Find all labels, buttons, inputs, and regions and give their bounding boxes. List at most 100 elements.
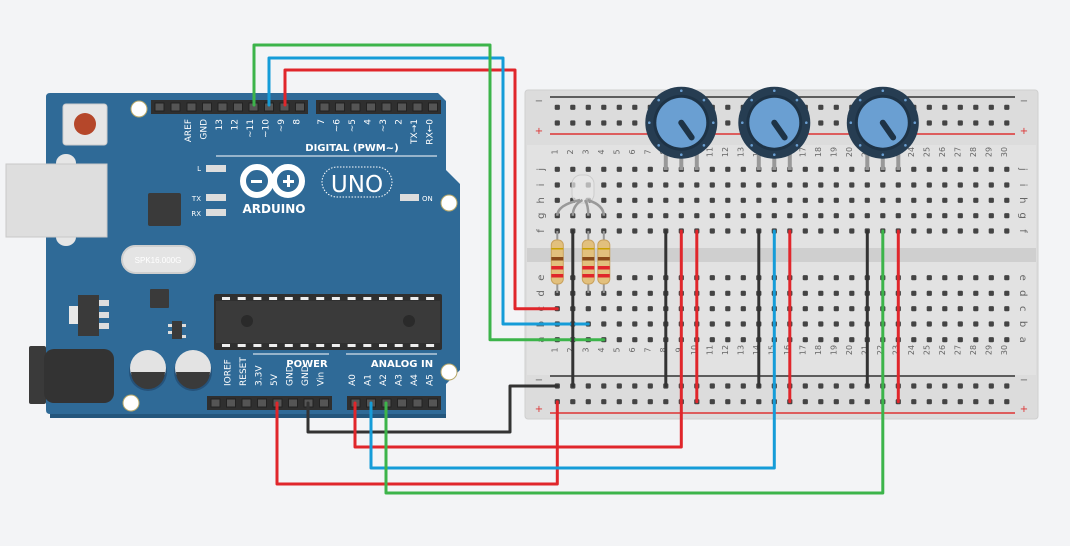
breadboard-hole[interactable] [973, 213, 979, 219]
breadboard-hole[interactable] [849, 228, 855, 234]
breadboard-hole[interactable] [740, 275, 746, 281]
header-pin[interactable] [428, 398, 438, 408]
breadboard-hole[interactable] [585, 120, 591, 126]
wire-pin11-to-a4[interactable] [252, 43, 606, 342]
breadboard-hole[interactable] [787, 182, 793, 188]
breadboard-hole[interactable] [647, 399, 653, 405]
breadboard-hole[interactable] [663, 213, 669, 219]
breadboard-hole[interactable] [756, 197, 762, 203]
breadboard-hole[interactable] [818, 213, 824, 219]
breadboard-hole[interactable] [554, 120, 560, 126]
breadboard-hole[interactable] [616, 337, 622, 343]
breadboard-hole[interactable] [849, 337, 855, 343]
breadboard-hole[interactable] [694, 182, 700, 188]
breadboard-hole[interactable] [1004, 197, 1010, 203]
wire-pot1-wiper-a0[interactable] [353, 229, 683, 449]
breadboard-hole[interactable] [942, 120, 948, 126]
breadboard-hole[interactable] [926, 104, 932, 110]
header-pin[interactable] [397, 398, 407, 408]
breadboard-hole[interactable] [601, 182, 607, 188]
breadboard-hole[interactable] [570, 213, 576, 219]
breadboard-hole[interactable] [957, 306, 963, 312]
breadboard-hole[interactable] [740, 228, 746, 234]
breadboard-hole[interactable] [988, 166, 994, 172]
breadboard-hole[interactable] [709, 321, 715, 327]
breadboard-hole[interactable] [926, 337, 932, 343]
breadboard-hole[interactable] [942, 306, 948, 312]
breadboard-hole[interactable] [942, 182, 948, 188]
breadboard-hole[interactable] [802, 383, 808, 389]
breadboard-hole[interactable] [880, 197, 886, 203]
breadboard-hole[interactable] [973, 182, 979, 188]
breadboard-hole[interactable] [833, 213, 839, 219]
breadboard-hole[interactable] [802, 213, 808, 219]
breadboard-hole[interactable] [864, 213, 870, 219]
breadboard-hole[interactable] [616, 104, 622, 110]
breadboard-hole[interactable] [740, 337, 746, 343]
breadboard-hole[interactable] [1004, 275, 1010, 281]
breadboard-hole[interactable] [709, 290, 715, 296]
breadboard-hole[interactable] [802, 306, 808, 312]
breadboard-hole[interactable] [926, 321, 932, 327]
breadboard-hole[interactable] [647, 321, 653, 327]
header-pin[interactable] [412, 102, 423, 112]
resistor[interactable] [597, 231, 611, 293]
breadboard-hole[interactable] [647, 275, 653, 281]
breadboard-hole[interactable] [647, 228, 653, 234]
header-pin[interactable] [381, 102, 392, 112]
breadboard-hole[interactable] [926, 290, 932, 296]
breadboard-hole[interactable] [771, 213, 777, 219]
breadboard-hole[interactable] [864, 197, 870, 203]
breadboard-hole[interactable] [833, 383, 839, 389]
breadboard-hole[interactable] [973, 104, 979, 110]
breadboard-hole[interactable] [957, 383, 963, 389]
breadboard-hole[interactable] [1004, 399, 1010, 405]
breadboard-hole[interactable] [601, 120, 607, 126]
header-pin[interactable] [226, 398, 236, 408]
breadboard-hole[interactable] [818, 306, 824, 312]
breadboard-hole[interactable] [942, 383, 948, 389]
breadboard-hole[interactable] [988, 228, 994, 234]
breadboard-hole[interactable] [632, 182, 638, 188]
breadboard-hole[interactable] [647, 182, 653, 188]
breadboard-hole[interactable] [957, 166, 963, 172]
breadboard-hole[interactable] [818, 197, 824, 203]
breadboard-hole[interactable] [957, 197, 963, 203]
breadboard-hole[interactable] [911, 399, 917, 405]
breadboard-hole[interactable] [849, 275, 855, 281]
breadboard-hole[interactable] [926, 306, 932, 312]
breadboard-hole[interactable] [601, 290, 607, 296]
breadboard-hole[interactable] [678, 213, 684, 219]
header-pin[interactable] [170, 102, 181, 112]
reset-button[interactable] [62, 103, 108, 146]
rgb-led[interactable] [556, 174, 606, 216]
breadboard-hole[interactable] [585, 166, 591, 172]
breadboard-hole[interactable] [957, 228, 963, 234]
breadboard-hole[interactable] [957, 337, 963, 343]
breadboard-hole[interactable] [818, 290, 824, 296]
potentiometer-2[interactable] [738, 86, 811, 170]
breadboard-hole[interactable] [849, 213, 855, 219]
breadboard-hole[interactable] [988, 104, 994, 110]
breadboard-hole[interactable] [632, 290, 638, 296]
breadboard-hole[interactable] [632, 275, 638, 281]
breadboard-hole[interactable] [647, 213, 653, 219]
breadboard-hole[interactable] [818, 104, 824, 110]
header-pin[interactable] [257, 398, 267, 408]
breadboard-hole[interactable] [632, 120, 638, 126]
breadboard-hole[interactable] [601, 321, 607, 327]
breadboard-hole[interactable] [818, 228, 824, 234]
breadboard-hole[interactable] [1004, 337, 1010, 343]
breadboard-hole[interactable] [570, 120, 576, 126]
breadboard-hole[interactable] [725, 275, 731, 281]
breadboard-hole[interactable] [709, 166, 715, 172]
breadboard-hole[interactable] [973, 166, 979, 172]
breadboard-hole[interactable] [802, 321, 808, 327]
breadboard-hole[interactable] [740, 290, 746, 296]
breadboard-hole[interactable] [740, 197, 746, 203]
breadboard-hole[interactable] [988, 399, 994, 405]
breadboard-hole[interactable] [725, 321, 731, 327]
breadboard-hole[interactable] [740, 182, 746, 188]
breadboard-hole[interactable] [911, 228, 917, 234]
breadboard-hole[interactable] [725, 104, 731, 110]
